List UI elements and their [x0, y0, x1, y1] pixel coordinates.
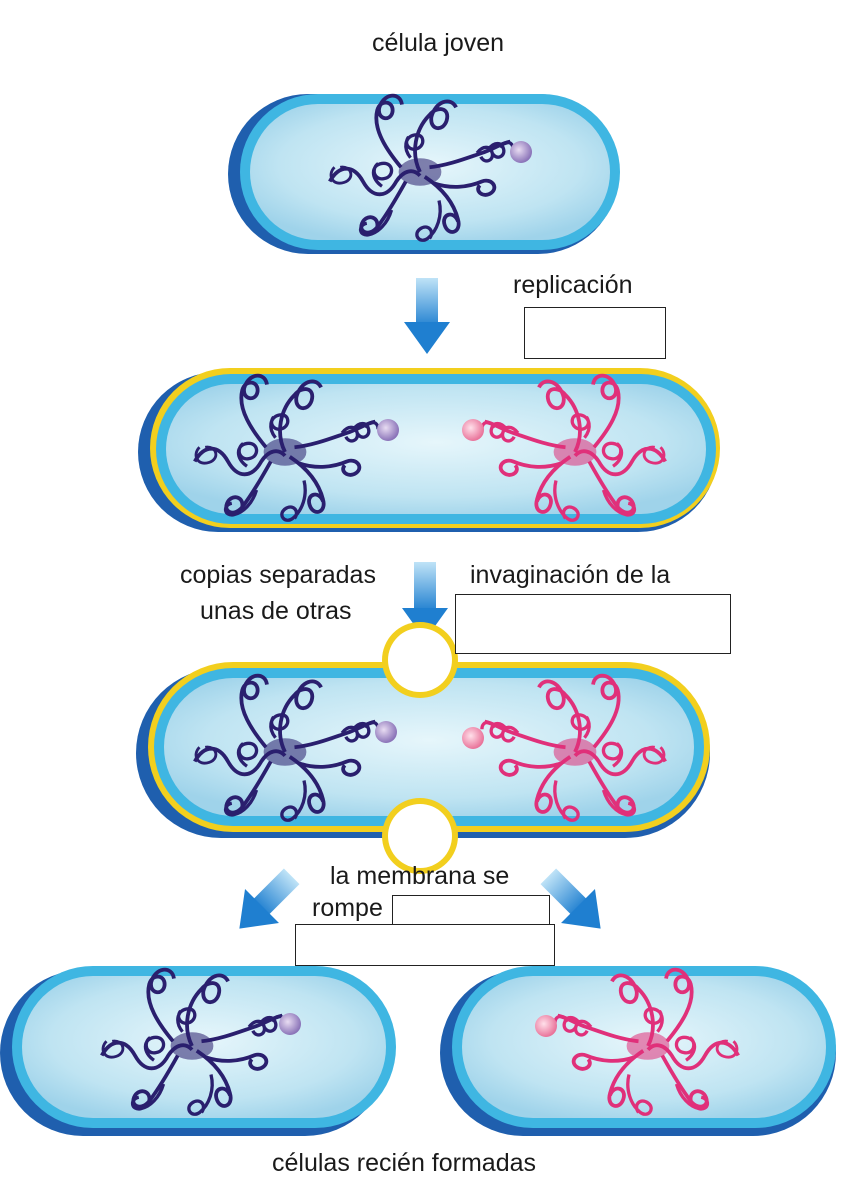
arrow-down-left: [239, 868, 300, 929]
label-copies-separated-line1: copias separadas: [180, 561, 376, 589]
label-replication: replicación: [513, 271, 633, 299]
label-young-cell: célula joven: [372, 29, 505, 57]
young-cell: [228, 93, 620, 254]
origin-dot-pink: [462, 727, 484, 749]
label-invagination: invaginación de la: [470, 561, 671, 589]
label-membrane-breaks-line1: la membrana se: [330, 862, 510, 890]
membrane-answer-box-2[interactable]: [295, 924, 555, 966]
origin-dot-purple: [510, 141, 532, 163]
label-new-cells: células recién formadas: [272, 1149, 537, 1177]
new-cell-left: [0, 966, 396, 1136]
new-cell-right: [440, 966, 836, 1136]
membrane-answer-box-1[interactable]: [392, 895, 550, 927]
origin-dot-purple: [377, 419, 399, 441]
arrow-down-1: [404, 278, 450, 354]
origin-dot-purple: [375, 721, 397, 743]
origin-dot-purple: [279, 1013, 301, 1035]
label-copies-separated-line2: unas de otras: [200, 597, 352, 625]
dividing-cell: [136, 622, 710, 874]
origin-dot-pink: [535, 1015, 557, 1037]
arrow-down-right: [540, 868, 601, 929]
replication-answer-box[interactable]: [524, 307, 666, 359]
label-membrane-breaks-line2: rompe: [312, 894, 383, 922]
invagination-answer-box[interactable]: [455, 594, 731, 654]
origin-dot-pink: [462, 419, 484, 441]
replicated-cell: [138, 368, 720, 532]
